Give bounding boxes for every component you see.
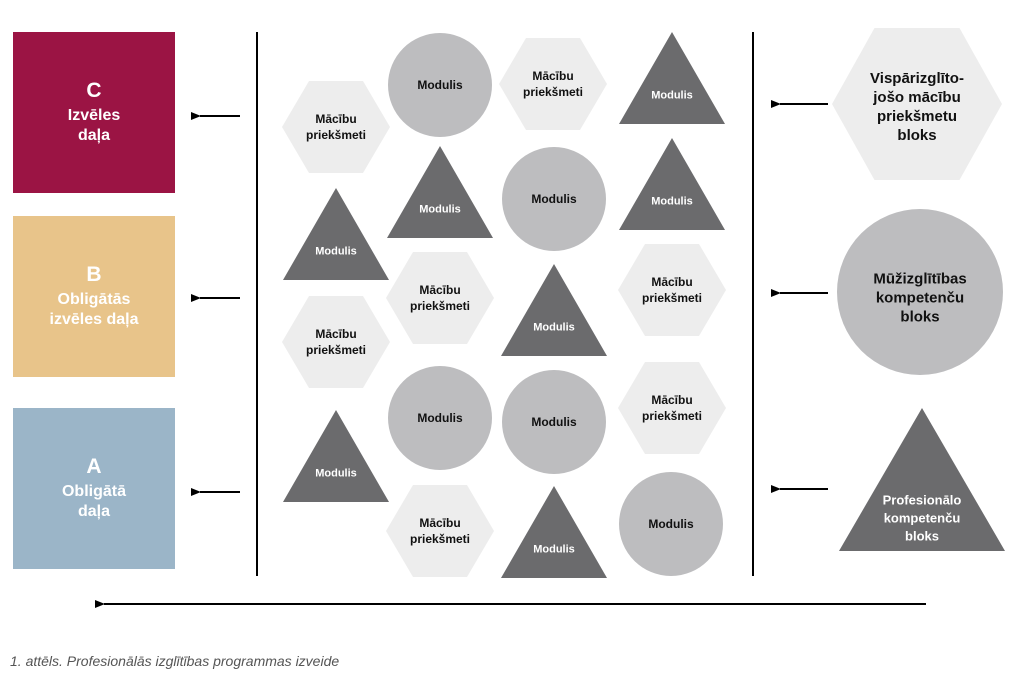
modulis-circle-2-label: Modulis xyxy=(531,192,577,206)
macibu-hexagon-1 xyxy=(499,38,607,130)
box-c-name: Izvēles daļa xyxy=(67,107,121,144)
macibu-hexagon-5 xyxy=(282,296,390,388)
modulis-circle-2 xyxy=(502,147,606,251)
macibu-hexagon-7 xyxy=(386,485,494,577)
modulis-triangle-6 xyxy=(283,410,389,502)
modulis-triangle-3 xyxy=(619,138,725,230)
modulis-circle-4 xyxy=(502,370,606,474)
modulis-triangle-2 xyxy=(387,146,493,238)
modulis-triangle-4 xyxy=(283,188,389,280)
box-a-name: Obligātā daļa xyxy=(61,483,126,520)
modulis-triangle-7 xyxy=(501,486,607,578)
modulis-triangle-5-label: Modulis xyxy=(533,321,575,333)
macibu-hexagon-3 xyxy=(386,252,494,344)
modulis-circle-5-label: Modulis xyxy=(648,517,694,531)
box-b-letter: B xyxy=(86,263,102,286)
modulis-circle-3 xyxy=(388,366,492,470)
macibu-hexagon-6 xyxy=(618,362,726,454)
modulis-triangle-6-label: Modulis xyxy=(315,467,357,479)
modulis-triangle-4-label: Modulis xyxy=(315,245,357,257)
modulis-circle-5 xyxy=(619,472,723,576)
box-c-letter: C xyxy=(86,79,102,102)
modulis-circle-4-label: Modulis xyxy=(531,415,577,429)
modulis-triangle-5 xyxy=(501,264,607,356)
modulis-triangle-1-label: Modulis xyxy=(651,89,693,101)
modulis-circle-1-label: Modulis xyxy=(417,78,463,92)
modulis-triangle-3-label: Modulis xyxy=(651,195,693,207)
modulis-triangle-7-label: Modulis xyxy=(533,543,575,555)
box-b-obligatas-izveles-dala: B Obligātās izvēles daļa xyxy=(13,216,175,377)
modulis-circle-3-label: Modulis xyxy=(417,411,463,425)
modulis-triangle-2-label: Modulis xyxy=(419,203,461,215)
box-a-obligata-dala: A Obligātā daļa xyxy=(13,408,175,569)
modulis-triangle-1 xyxy=(619,32,725,124)
right-triangle-block xyxy=(839,408,1005,551)
right-circle-block xyxy=(837,209,1003,375)
macibu-hexagon-2 xyxy=(282,81,390,173)
box-a-letter: A xyxy=(86,455,102,478)
box-c-izveles-dala: C Izvēles daļa xyxy=(13,32,175,193)
box-b-name: Obligātās izvēles daļa xyxy=(49,291,139,328)
right-hexagon-block xyxy=(832,28,1002,180)
figure-caption: 1. attēls. Profesionālās izglītības prog… xyxy=(10,653,340,669)
modulis-circle-1 xyxy=(388,33,492,137)
macibu-hexagon-4 xyxy=(618,244,726,336)
